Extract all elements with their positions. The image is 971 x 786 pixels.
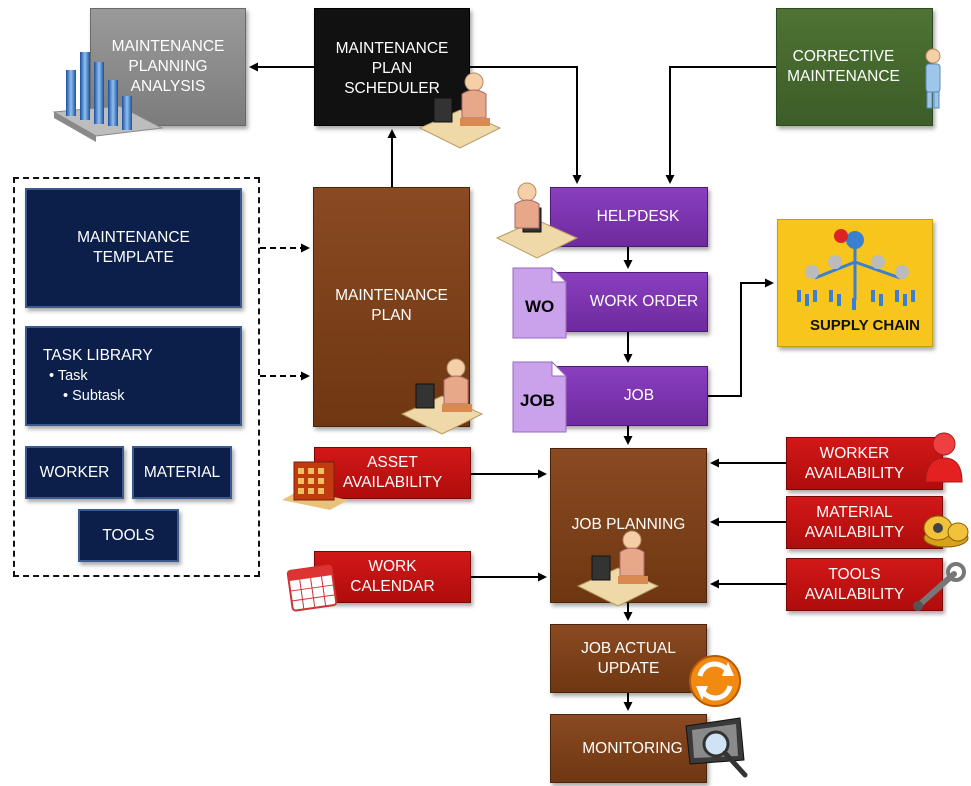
bar-chart-icon [52, 52, 164, 142]
arrow-scheduler-to-helpdesk [470, 66, 582, 184]
corrective-maintenance-label: CORRECTIVE MAINTENANCE [787, 48, 900, 85]
helpdesk-label: HELPDESK [596, 208, 680, 225]
arrow-corrective-to-helpdesk [665, 66, 776, 184]
document-icon [512, 360, 568, 433]
job-box: JOB [550, 366, 708, 426]
maintenance-plan-scheduler-label: MAINTENANCE PLAN SCHEDULER [335, 40, 449, 97]
corrective-maintenance-box: CORRECTIVE MAINTENANCE [776, 8, 933, 126]
tools-availability-label: TOOLS AVAILABILITY [804, 565, 905, 603]
medal-icon [923, 515, 969, 548]
wrench-icon [913, 562, 966, 611]
job-actual-update-label: JOB ACTUAL UPDATE [581, 639, 676, 677]
material-availability-label: MATERIAL AVAILABILITY [804, 503, 905, 541]
tools-label: TOOLS [102, 526, 155, 544]
calendar-icon [286, 564, 338, 612]
job-badge: JOB [520, 391, 555, 410]
asset-availability-label: ASSET AVAILABILITY [342, 454, 443, 491]
material-availability-box: MATERIAL AVAILABILITY [786, 496, 943, 549]
maintenance-plan-label: MAINTENANCE PLAN [335, 287, 448, 324]
person-icon [925, 432, 963, 483]
worker-availability-box: WORKER AVAILABILITY [786, 437, 943, 490]
monitoring-box: MONITORING [550, 714, 707, 783]
work-order-badge: WO [525, 297, 554, 316]
maintenance-template-label: MAINTENANCE TEMPLATE [77, 229, 190, 266]
supply-chain-label: SUPPLY CHAIN [809, 317, 921, 334]
worker-at-desk-icon [418, 72, 502, 149]
task-library-box: TASK LIBRARY • Task • Subtask [25, 326, 242, 426]
work-calendar-label: WORK CALENDAR [350, 558, 435, 595]
material-label: MATERIAL [143, 463, 221, 481]
monitor-magnifier-icon [685, 717, 748, 778]
tools-availability-box: TOOLS AVAILABILITY [786, 558, 943, 611]
helpdesk-box: HELPDESK [550, 187, 708, 247]
work-order-label: WORK ORDER [589, 293, 699, 310]
task-library-title: TASK LIBRARY [43, 347, 153, 364]
material-box: MATERIAL [132, 446, 232, 499]
refresh-icon [689, 655, 741, 707]
person-icon [925, 48, 941, 109]
asset-availability-box: ASSET AVAILABILITY [314, 447, 471, 499]
worker-at-desk-icon [495, 182, 579, 259]
building-icon [282, 461, 348, 510]
task-library-item-task: • Task [49, 368, 88, 384]
supply-network-icon [797, 229, 915, 310]
worker-at-desk-icon [400, 358, 484, 435]
job-planning-label: JOB PLANNING [571, 516, 686, 533]
worker-label: WORKER [39, 463, 110, 481]
work-order-box: WORK ORDER [550, 272, 708, 332]
maintenance-template-box: MAINTENANCE TEMPLATE [25, 188, 242, 308]
job-label: JOB [623, 387, 655, 404]
document-icon [512, 266, 568, 339]
monitoring-label: MONITORING [582, 739, 683, 757]
worker-at-desk-icon [576, 530, 660, 607]
template-group-frame [13, 177, 260, 577]
maintenance-planning-analysis-label: MAINTENANCE PLANNING ANALYSIS [111, 38, 225, 95]
worker-box: WORKER [25, 446, 124, 499]
arrow-job-to-supplychain [708, 278, 774, 397]
worker-availability-label: WORKER AVAILABILITY [804, 444, 905, 482]
tools-box: TOOLS [78, 509, 179, 562]
task-library-item-subtask: • Subtask [63, 388, 125, 404]
work-calendar-box: WORK CALENDAR [314, 551, 471, 603]
